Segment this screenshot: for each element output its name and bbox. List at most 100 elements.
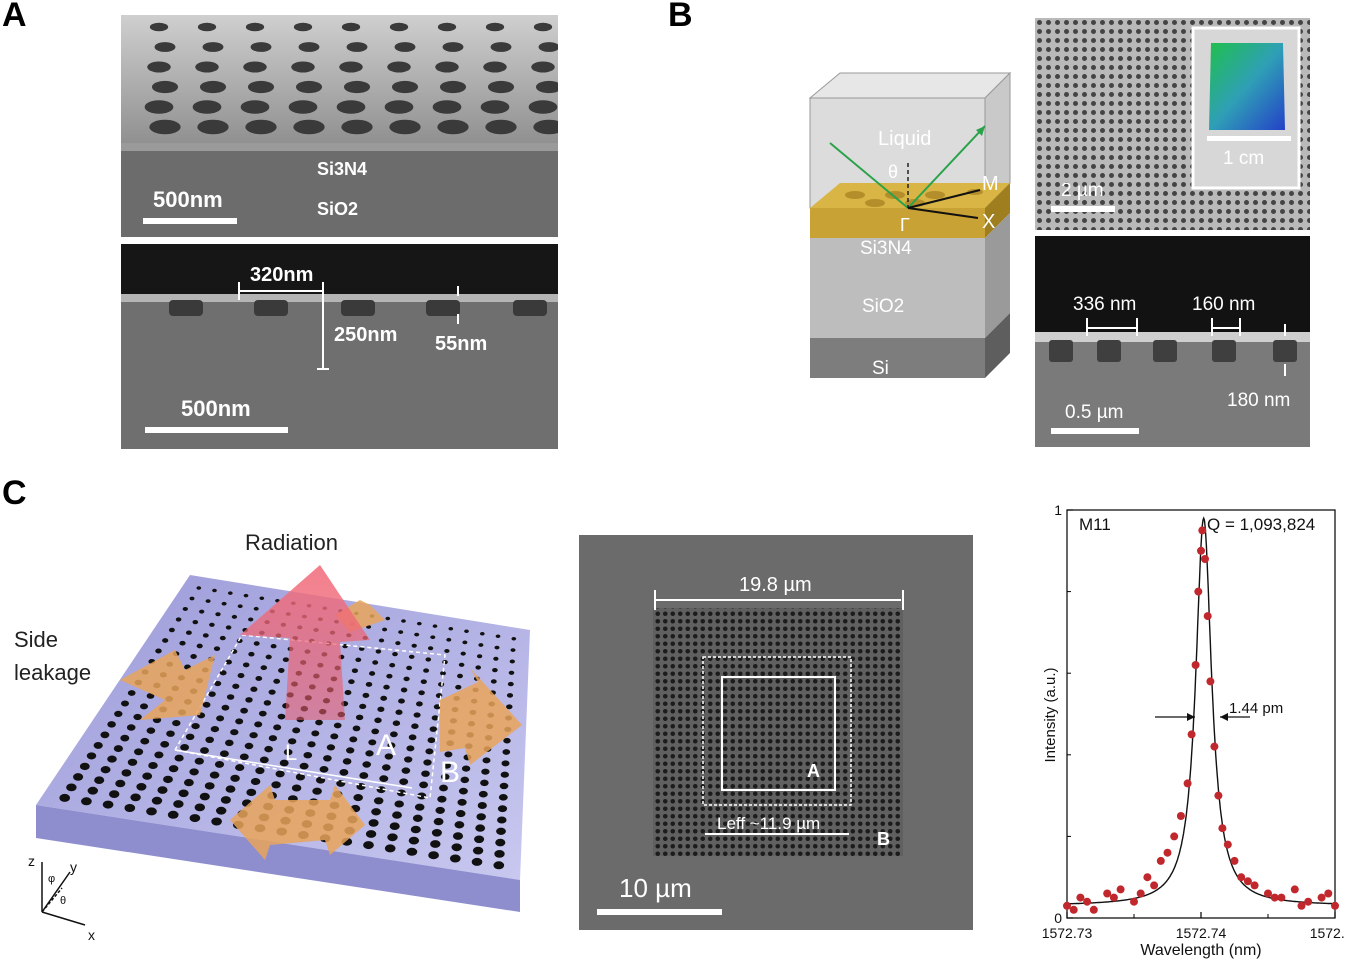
label-radiation: Radiation bbox=[245, 530, 338, 555]
label-m: M bbox=[982, 173, 999, 195]
data-point bbox=[1156, 856, 1165, 865]
data-point bbox=[1130, 897, 1138, 906]
data-point bbox=[1187, 730, 1196, 739]
data-point bbox=[1194, 587, 1203, 596]
scalebar-a-bottom-label: 500nm bbox=[181, 396, 251, 421]
label-depth-b: 180 nm bbox=[1227, 390, 1290, 411]
scalebar-a-bottom bbox=[145, 427, 288, 433]
data-point bbox=[1230, 856, 1239, 865]
data-point bbox=[1270, 893, 1279, 902]
fit-curve bbox=[1067, 516, 1335, 905]
data-point bbox=[1063, 901, 1071, 910]
data-point bbox=[1163, 848, 1172, 857]
y-tick-label: 0 bbox=[1054, 910, 1062, 926]
scalebar-a-top-label: 500nm bbox=[153, 187, 223, 212]
label-region-b-c: B bbox=[440, 756, 460, 789]
label-mode: M11 bbox=[1079, 515, 1111, 534]
label-fwhm: 1.44 pm bbox=[1229, 700, 1283, 717]
panel-c-label: C bbox=[2, 474, 27, 512]
x-axis-label: Wavelength (nm) bbox=[1140, 942, 1261, 959]
data-point bbox=[1109, 893, 1118, 902]
data-point bbox=[1143, 873, 1152, 882]
y-axis-label: Intensity (a.u.) bbox=[1042, 667, 1059, 762]
schematic-b: Liquid θ Γ M X Si3N4 SiO2 Si bbox=[808, 71, 1012, 379]
data-point bbox=[1297, 901, 1306, 910]
scalebar-a-top bbox=[143, 218, 237, 224]
data-point bbox=[1290, 885, 1299, 894]
axis-z-label: z bbox=[28, 853, 35, 869]
data-point bbox=[1243, 877, 1252, 886]
data-point bbox=[1069, 905, 1078, 914]
data-point bbox=[1176, 812, 1185, 820]
data-point bbox=[1136, 889, 1145, 898]
label-depth-a: 250nm bbox=[334, 324, 397, 346]
sem-a-bottom: 320nm 250nm 55nm 500nm bbox=[121, 244, 558, 449]
panel-b-label: B bbox=[668, 0, 693, 34]
data-point bbox=[1170, 832, 1179, 841]
scalebar-b-bottom bbox=[1051, 428, 1139, 434]
label-width-c: 19.8 µm bbox=[739, 574, 812, 596]
schematic-c: Radiation Side leakage L A B z y x φ θ bbox=[14, 530, 530, 943]
sem-a-top: Si3N4 SiO2 500nm bbox=[121, 15, 558, 237]
data-point bbox=[1277, 893, 1286, 902]
label-period-b: 336 nm bbox=[1073, 294, 1136, 315]
scalebar-b-top-label: 2 µm bbox=[1061, 180, 1104, 201]
y-tick-label: 1 bbox=[1054, 505, 1062, 518]
label-side-line2: leakage bbox=[14, 660, 91, 685]
data-point bbox=[1331, 901, 1339, 910]
x-tick-label: 1572.75 bbox=[1310, 925, 1345, 941]
scalebar-c-label: 10 µm bbox=[619, 873, 692, 903]
label-layer-sio2: SiO2 bbox=[862, 296, 904, 317]
data-point bbox=[1214, 791, 1223, 800]
data-point bbox=[1201, 555, 1209, 563]
label-side-line1: Side bbox=[14, 627, 58, 652]
sem-b-bottom: 336 nm 160 nm 180 nm 0.5 µm bbox=[1035, 236, 1310, 447]
label-sio2: SiO2 bbox=[317, 199, 358, 219]
data-point bbox=[1324, 889, 1333, 898]
label-layer-si3n4: Si3N4 bbox=[860, 238, 912, 259]
data-point bbox=[1203, 612, 1212, 621]
data-point bbox=[1191, 661, 1200, 669]
label-gamma: Γ bbox=[900, 215, 910, 235]
data-point bbox=[1183, 779, 1192, 788]
x-tick-label: 1572.73 bbox=[1042, 925, 1093, 941]
label-q: Q = 1,093,824 bbox=[1207, 515, 1315, 534]
data-point bbox=[1076, 893, 1085, 902]
data-point bbox=[1206, 677, 1215, 686]
scalebar-inset bbox=[1207, 136, 1291, 141]
data-point bbox=[1210, 742, 1219, 751]
scalebar-inset-label: 1 cm bbox=[1223, 148, 1264, 169]
label-region-b-sem: B bbox=[877, 829, 890, 849]
theta-label-c: θ bbox=[60, 895, 66, 907]
label-theta-b: θ bbox=[888, 162, 898, 182]
data-point bbox=[1103, 889, 1112, 898]
axis-y-label: y bbox=[70, 859, 77, 875]
axis-x-label: x bbox=[88, 927, 95, 943]
phi-label: φ bbox=[48, 873, 55, 885]
label-width-b: 160 nm bbox=[1192, 294, 1255, 315]
axes-icon bbox=[41, 862, 86, 926]
data-point bbox=[1150, 881, 1159, 890]
plot-frame bbox=[1066, 509, 1336, 919]
label-period-a: 320nm bbox=[250, 264, 313, 286]
label-leff: Leff ~11.9 µm bbox=[717, 814, 820, 833]
label-hole-depth-a: 55nm bbox=[435, 333, 487, 355]
label-region-a-c: A bbox=[376, 729, 396, 762]
label-length: L bbox=[285, 740, 297, 765]
sem-b-top: 1 cm 2 µm bbox=[1035, 18, 1310, 230]
data-point bbox=[1197, 546, 1205, 555]
label-layer-si: Si bbox=[872, 358, 889, 379]
label-si3n4: Si3N4 bbox=[317, 159, 367, 179]
data-point bbox=[1250, 881, 1259, 890]
data-point bbox=[1198, 526, 1207, 535]
label-x: X bbox=[982, 211, 995, 233]
scalebar-b-bottom-label: 0.5 µm bbox=[1065, 402, 1123, 423]
label-liquid: Liquid bbox=[878, 128, 931, 150]
x-tick-label: 1572.74 bbox=[1176, 925, 1227, 941]
data-point bbox=[1218, 824, 1227, 833]
label-region-a-sem: A bbox=[807, 761, 820, 781]
data-point bbox=[1116, 885, 1125, 894]
data-point bbox=[1237, 873, 1246, 882]
scalebar-c bbox=[597, 909, 722, 915]
scalebar-b-top bbox=[1051, 206, 1115, 212]
